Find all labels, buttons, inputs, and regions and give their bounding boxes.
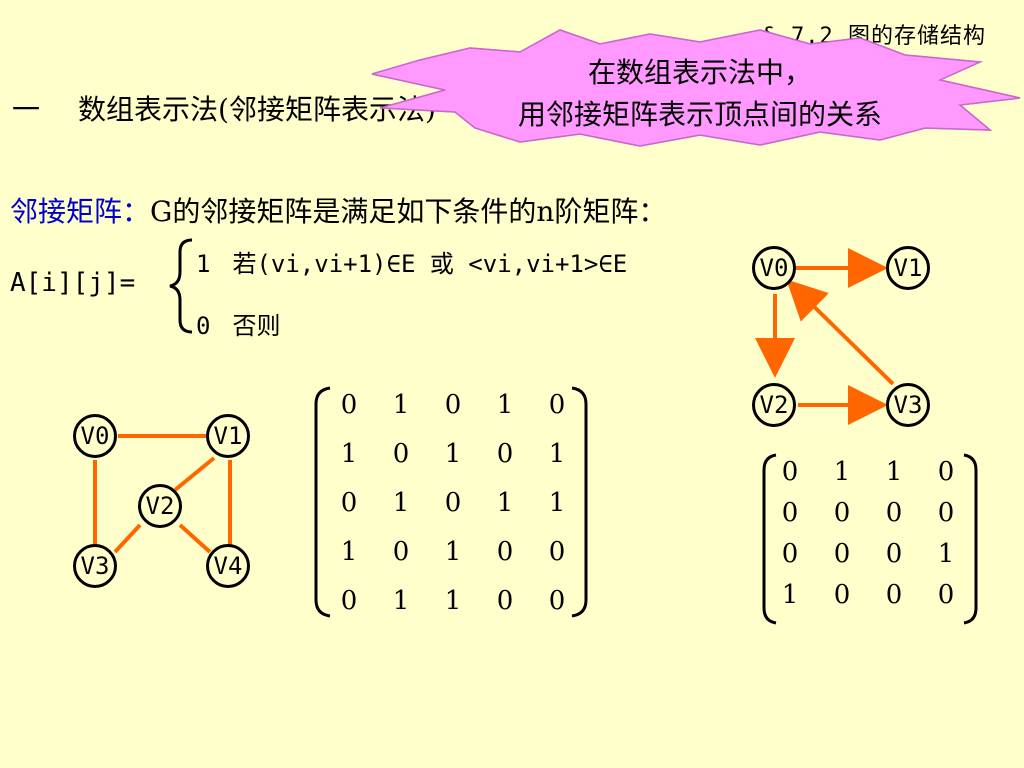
ug-node-v4: V4 <box>206 544 250 588</box>
case-0-condition: 否则 <box>232 312 281 340</box>
matrix-cell: 0 <box>340 586 358 616</box>
case-1-condition: 若(vi,vi+1)∈E 或 <vi,vi+1>∈E <box>232 250 628 278</box>
matrix-cell: 0 <box>444 488 462 518</box>
callout-line-1: 在数组表示法中， <box>587 56 812 89</box>
dg-node-v2: V2 <box>752 383 796 427</box>
matrix-cell: 0 <box>340 488 358 518</box>
directed-adjacency-matrix: 0 1 1 0 0 0 0 0 0 0 0 1 1 0 0 0 <box>770 455 980 620</box>
matrix-cell: 0 <box>937 498 955 528</box>
matrix-cell: 1 <box>340 439 358 469</box>
ug-node-v1: V1 <box>206 414 250 458</box>
ug-node-v2: V2 <box>138 484 182 528</box>
matrix-cell: 0 <box>937 457 955 487</box>
dg-node-v0: V0 <box>752 246 796 290</box>
ug-node-v3: V3 <box>73 544 117 588</box>
matrix-cell: 1 <box>548 439 566 469</box>
matrix-cell: 0 <box>833 580 851 610</box>
matrix-cell: 0 <box>781 539 799 569</box>
callout-line-2: 用邻接矩阵表示顶点间的关系 <box>517 98 882 131</box>
matrix-cell: 1 <box>392 390 410 420</box>
definition-text: G的邻接矩阵是满足如下条件的n阶矩阵： <box>150 195 667 228</box>
matrix-cell: 0 <box>548 586 566 616</box>
matrix-cell: 0 <box>548 537 566 567</box>
heading-text: 数组表示法(邻接矩阵表示法) <box>78 93 436 126</box>
matrix-cell: 0 <box>496 586 514 616</box>
matrix-cell: 0 <box>833 498 851 528</box>
matrix-cell: 0 <box>496 537 514 567</box>
matrix-cell: 1 <box>496 488 514 518</box>
matrix-cell: 0 <box>781 457 799 487</box>
matrix-cell: 0 <box>937 580 955 610</box>
matrix-cell: 1 <box>885 457 903 487</box>
ug-node-v0: V0 <box>73 414 117 458</box>
dg-node-v3: V3 <box>886 383 930 427</box>
edge-v2-v3 <box>113 523 142 554</box>
matrix-cell: 0 <box>444 390 462 420</box>
definition-term: 邻接矩阵： <box>10 195 151 228</box>
formula-case-0: 0 否则 <box>196 306 280 341</box>
matrix-cell: 0 <box>833 539 851 569</box>
matrix-cell: 1 <box>444 586 462 616</box>
matrix-cell: 0 <box>340 390 358 420</box>
matrix-cell: 1 <box>392 488 410 518</box>
matrix-cell: 1 <box>444 537 462 567</box>
dg-node-v1: V1 <box>886 246 930 290</box>
matrix-cell: 0 <box>392 439 410 469</box>
undirected-adjacency-matrix: 0 1 0 1 0 1 0 1 0 1 0 1 0 1 1 1 0 1 0 0 0 1 1 0 0 <box>310 388 590 620</box>
matrix-cell: 1 <box>937 539 955 569</box>
matrix-cell: 1 <box>781 580 799 610</box>
matrix-cell: 0 <box>781 498 799 528</box>
matrix-cell: 0 <box>885 539 903 569</box>
edge-v2-v4 <box>178 523 212 554</box>
matrix-cell: 0 <box>885 498 903 528</box>
matrix-cell: 1 <box>496 390 514 420</box>
matrix-cell: 0 <box>885 580 903 610</box>
matrix-cell: 0 <box>548 390 566 420</box>
case-0-value: 0 <box>196 312 211 340</box>
matrix-cell: 1 <box>340 537 358 567</box>
definition: 邻接矩阵：G的邻接矩阵是满足如下条件的n阶矩阵： <box>10 190 666 230</box>
matrix-cell: 0 <box>392 537 410 567</box>
heading-number: 一 <box>12 93 41 126</box>
matrix-cell: 1 <box>392 586 410 616</box>
arc-v3-v0 <box>786 279 895 386</box>
formula-case-1: 1 若(vi,vi+1)∈E 或 <vi,vi+1>∈E <box>196 244 627 279</box>
matrix-cell: 1 <box>548 488 566 518</box>
matrix-cell: 1 <box>833 457 851 487</box>
heading: 一 数组表示法(邻接矩阵表示法) <box>12 88 436 128</box>
edge-v1-v2 <box>173 456 216 492</box>
matrix-cell: 1 <box>444 439 462 469</box>
formula-lhs: A[i][j]= <box>10 268 136 298</box>
callout-text: 在数组表示法中， 用邻接矩阵表示顶点间的关系 <box>440 52 960 136</box>
case-1-value: 1 <box>196 250 211 278</box>
matrix-cell: 0 <box>496 439 514 469</box>
